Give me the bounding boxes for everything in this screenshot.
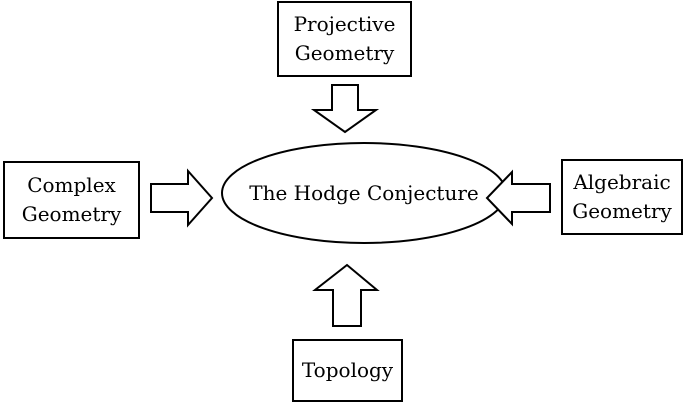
- center-node-label: The Hodge Conjecture: [249, 181, 479, 205]
- node-projective-geometry: Projective Geometry: [277, 1, 412, 77]
- node-bottom-line1: Topology: [301, 358, 394, 382]
- node-left-line2: Geometry: [21, 202, 122, 226]
- arrow-top-to-center: [310, 84, 380, 134]
- node-top-line1: Projective: [293, 12, 396, 36]
- node-topology: Topology: [292, 339, 403, 402]
- node-complex-geometry: Complex Geometry: [3, 161, 140, 239]
- node-algebraic-geometry: Algebraic Geometry: [561, 159, 683, 235]
- node-right-line1: Algebraic: [573, 170, 671, 194]
- arrow-left-to-center: [150, 168, 214, 228]
- node-top-line2: Geometry: [294, 41, 395, 65]
- node-right-line2: Geometry: [572, 199, 672, 223]
- arrow-right-to-center: [485, 169, 551, 227]
- arrow-bottom-to-center: [312, 263, 380, 327]
- node-left-line1: Complex: [27, 173, 116, 197]
